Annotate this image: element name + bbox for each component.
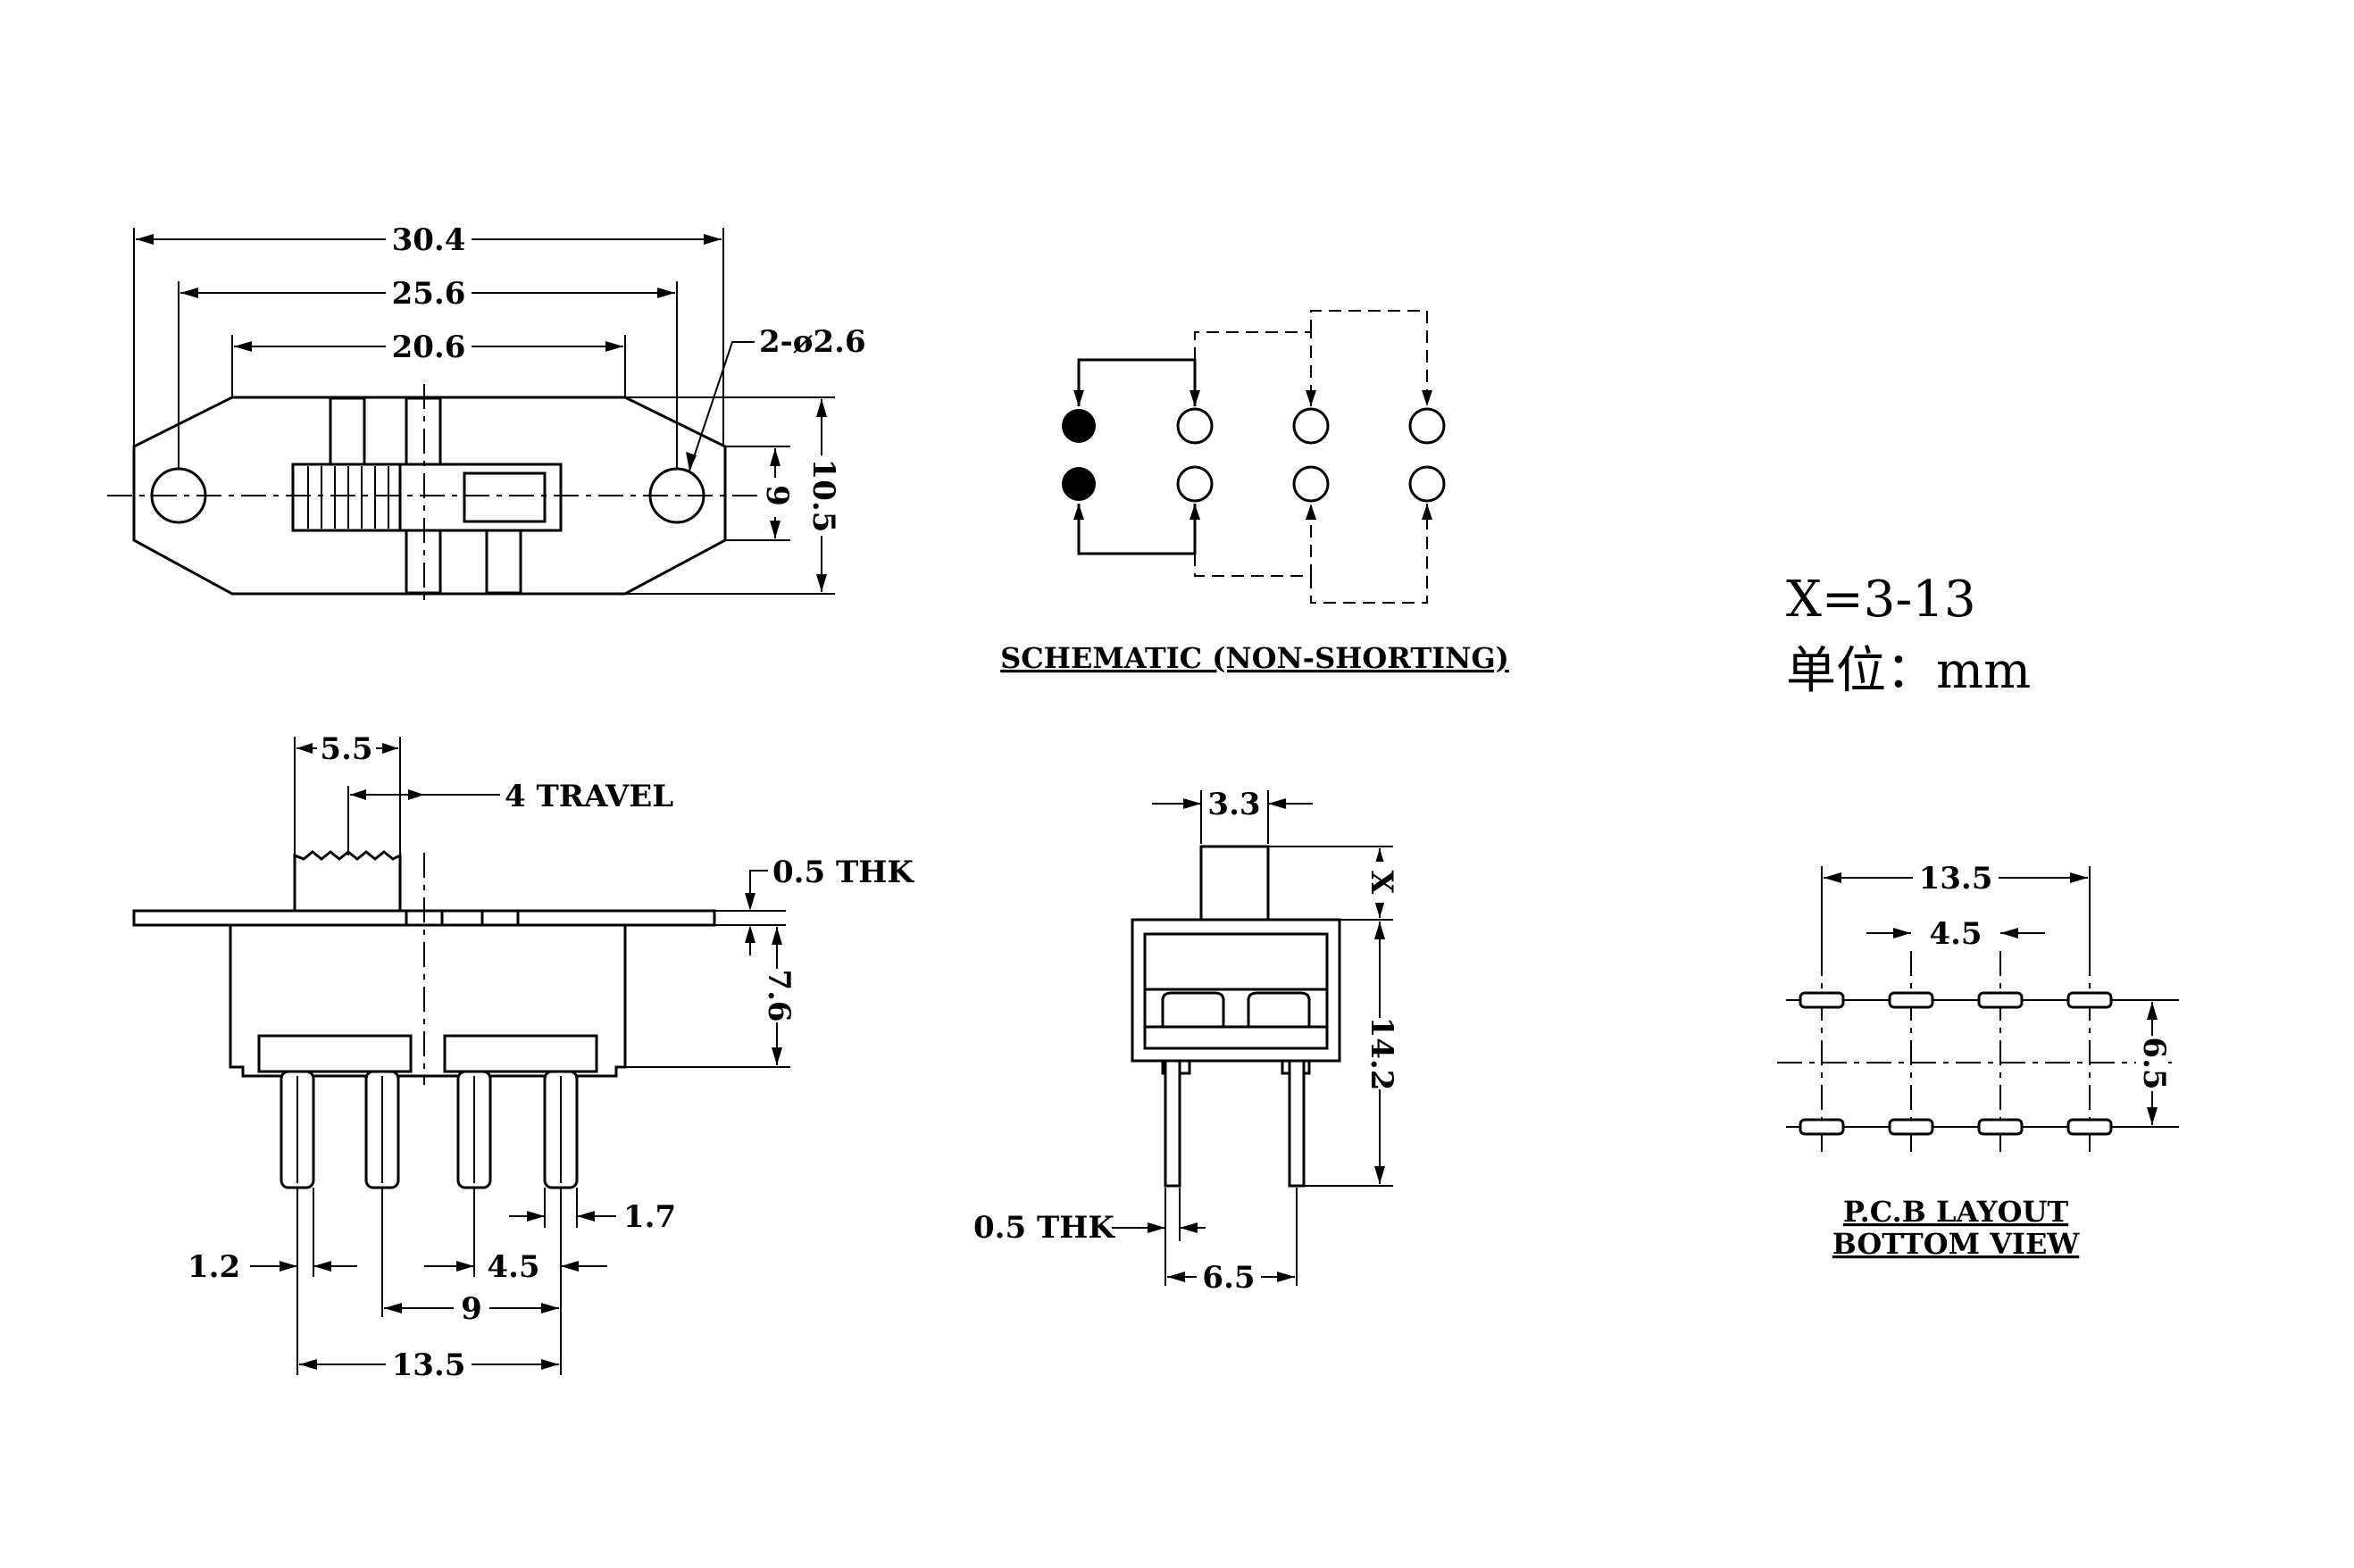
pcb-pad <box>1888 991 1934 1009</box>
pcb-dim-pitch: 4.5 <box>1929 916 1982 952</box>
dim-pin-span-total: 13.5 <box>392 1347 466 1383</box>
dim-body-height: 9 <box>759 485 795 506</box>
schematic: SCHEMATIC (NON-SHORTING) <box>1000 310 1509 675</box>
notes: X=3-13 单位：mm <box>1786 571 2031 700</box>
dim-actuator-width: 5.5 <box>320 731 372 767</box>
pcb-pad <box>2066 991 2113 1009</box>
side-view: 5.5 4 TRAVEL 0.5 THK 7.6 1.2 4.5 <box>132 729 914 1383</box>
dim-flange-height: 10.5 <box>806 459 841 533</box>
dim-flange-thickness: 0.5 THK <box>772 855 914 890</box>
pcb-pad <box>2066 1118 2113 1136</box>
pcb-title-line1: P.C.B LAYOUT <box>1843 1195 2069 1229</box>
common-terminal-top <box>1062 409 1096 443</box>
pcb-pad <box>1977 991 2024 1009</box>
dim-pin-width: 1.2 <box>188 1249 240 1285</box>
dim-actuator-width-end: 3.3 <box>1207 787 1260 822</box>
dim-body-length: 20.6 <box>392 329 466 365</box>
pcb-layout: 13.5 4.5 6.5 P.C.B LAYOUT BOTTOM VIEW <box>1777 857 2179 1261</box>
dim-pin-pitch: 4.5 <box>487 1249 539 1285</box>
x-range-note: X=3-13 <box>1786 571 1976 629</box>
unit-note: 单位：mm <box>1786 642 2031 700</box>
dim-mount-holes: 2-ø2.6 <box>759 324 866 360</box>
pcb-pad <box>1977 1118 2024 1136</box>
pcb-pad <box>1799 991 1845 1009</box>
schematic-title: SCHEMATIC (NON-SHORTING) <box>1000 641 1509 675</box>
dim-overall-height: 14.2 <box>1364 1017 1399 1091</box>
pcb-dim-total: 13.5 <box>1919 861 1993 897</box>
dim-pin-tip: 1.7 <box>623 1199 676 1235</box>
common-terminal-bottom <box>1062 467 1096 501</box>
dim-pin-span-9: 9 <box>461 1291 482 1327</box>
top-view: 30.4 25.6 20.6 2-ø2.6 9 10.5 <box>107 219 866 607</box>
pcb-pad <box>1888 1118 1934 1136</box>
dim-hole-spacing: 25.6 <box>392 276 466 312</box>
dim-overall-length: 30.4 <box>392 222 466 258</box>
dim-row-spacing-end: 6.5 <box>1202 1260 1255 1296</box>
dim-travel: 4 TRAVEL <box>505 779 673 814</box>
dim-body-depth: 7.6 <box>761 969 797 1022</box>
end-view: 3.3 X 14.2 0.5 THK 6.5 <box>973 787 1399 1297</box>
pcb-pad <box>1799 1118 1845 1136</box>
pcb-dim-row-spacing: 6.5 <box>2136 1037 2172 1089</box>
pcb-title-line2: BOTTOM VIEW <box>1832 1227 2081 1261</box>
dim-actuator-height: X <box>1364 871 1399 895</box>
dim-pin-thickness: 0.5 THK <box>973 1210 1115 1246</box>
